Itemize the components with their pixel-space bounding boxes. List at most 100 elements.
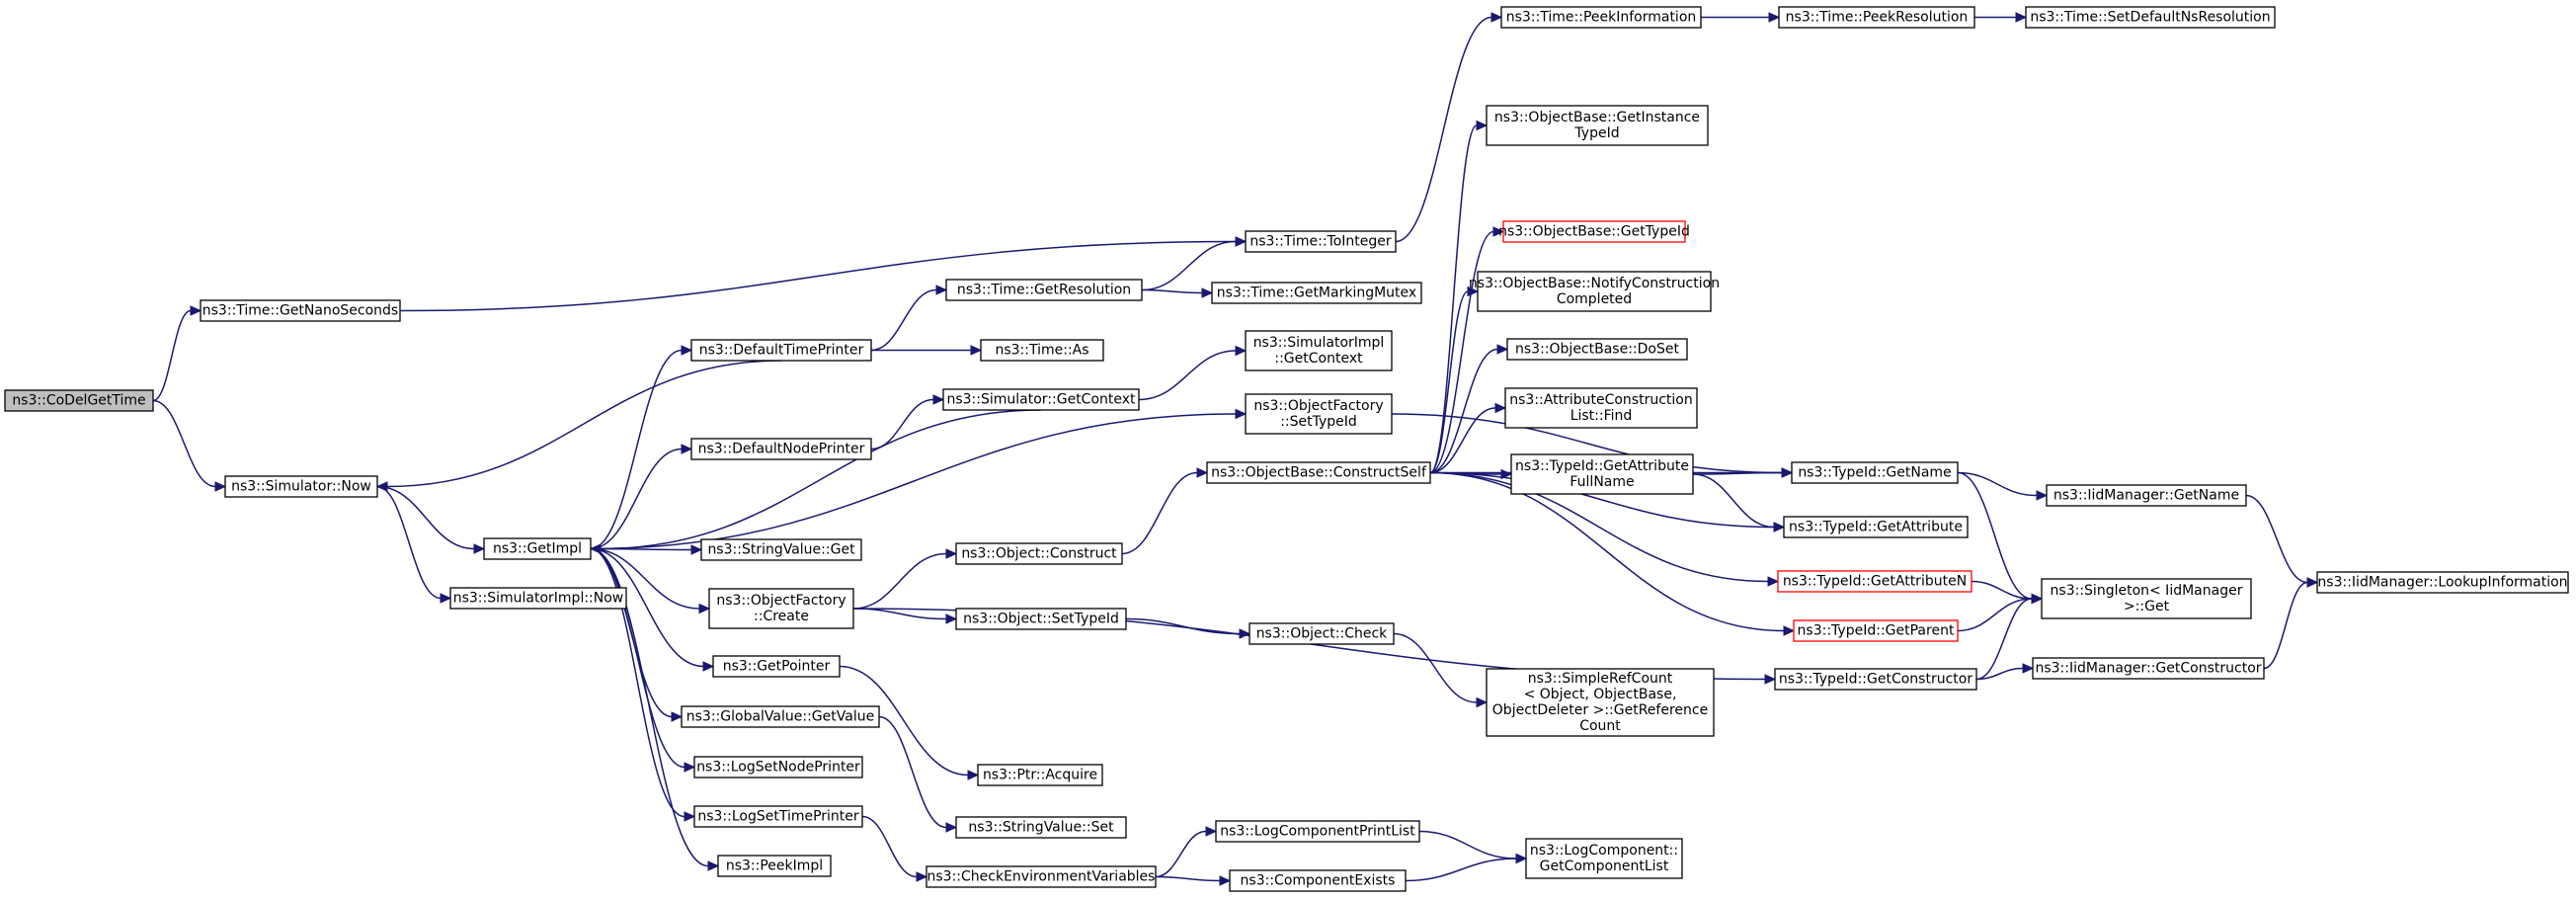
function-node-globalvalue_getvalue[interactable]: ns3::GlobalValue::GetValue — [681, 705, 880, 728]
call-edge-getimpl-to-logsettimeprinter — [590, 547, 685, 818]
function-node-objectbase_doset[interactable]: ns3::ObjectBase::DoSet — [1506, 338, 1688, 361]
function-node-typeid_getattribute[interactable]: ns3::TypeId::GetAttribute — [1783, 516, 1969, 538]
function-node-stringvalue_set[interactable]: ns3::StringValue::Set — [955, 816, 1127, 839]
call-edge-objectbase_constructself-to-objectbase_getinstancetypeid — [1429, 124, 1478, 474]
function-node-time_peekresolution[interactable]: ns3::Time::PeekResolution — [1778, 6, 1975, 29]
function-node-typeid_getparent[interactable]: ns3::TypeId::GetParent — [1793, 619, 1959, 642]
function-node-logcomponent_getcomponentlist[interactable]: ns3::LogComponent::GetComponentList — [1525, 838, 1683, 879]
function-node-iidmanager_lookupinformation[interactable]: ns3::IidManager::LookupInformation — [2316, 571, 2569, 594]
arrowhead — [945, 614, 958, 624]
function-node-logcomponentprintlist[interactable]: ns3::LogComponentPrintList — [1215, 820, 1420, 843]
arrowhead — [1515, 853, 1528, 864]
node-label: ns3::Time::PeekResolution — [1786, 10, 1969, 26]
node-label: ::GetContext — [1274, 351, 1363, 367]
function-node-objectfactory_settypeid[interactable]: ns3::ObjectFactory::SetTypeId — [1245, 393, 1393, 435]
function-node-defaulttimeprinter[interactable]: ns3::DefaultTimePrinter — [690, 339, 872, 362]
call-edge-typeid_getname-to-iidmanager_getname — [1957, 471, 2038, 497]
node-box — [1215, 820, 1420, 843]
node-label: >::Get — [2124, 599, 2170, 614]
call-edge-getimpl-to-defaulttimeprinter — [590, 349, 683, 550]
function-node-ptr_acquire[interactable]: ns3::Ptr::Acquire — [977, 764, 1103, 786]
function-node-object_construct[interactable]: ns3::Object::Construct — [955, 542, 1123, 565]
node-label: ns3::Ptr::Acquire — [983, 768, 1097, 783]
function-node-simplerefcount_getreferencecount[interactable]: ns3::SimpleRefCount< Object, ObjectBase,… — [1486, 668, 1715, 737]
node-box — [1229, 869, 1407, 892]
call-edge-typeid_getconstructor-to-iidmanager_getconstructor — [1975, 667, 2024, 681]
function-node-peekimpl[interactable]: ns3::PeekImpl — [717, 855, 832, 877]
node-box — [1783, 516, 1969, 538]
arrowhead — [1781, 467, 1794, 478]
call-edge-codelgettime-to-simulator_now — [152, 399, 216, 488]
node-box — [717, 855, 832, 877]
function-node-time_getmarkingmutex[interactable]: ns3::Time::GetMarkingMutex — [1211, 282, 1422, 304]
function-node-simulator_now[interactable]: ns3::Simulator::Now — [224, 475, 378, 498]
call-edge-typeid_getname-to-singleton_get — [1957, 471, 2033, 600]
node-label: List::Find — [1570, 408, 1633, 424]
function-node-logsettimeprinter[interactable]: ns3::LogSetTimePrinter — [693, 805, 863, 828]
node-label: ns3::TypeId::GetAttributeN — [1783, 574, 1967, 590]
function-node-objectbase_constructself[interactable]: ns3::ObjectBase::ConstructSelf — [1206, 461, 1431, 484]
function-node-simulatorimpl_getcontext[interactable]: ns3::SimulatorImpl::GetContext — [1245, 330, 1393, 371]
call-edge-globalvalue_getvalue-to-stringvalue_set — [878, 715, 947, 829]
node-label: ns3::StringValue::Get — [707, 542, 855, 558]
function-node-time_peekinformation[interactable]: ns3::Time::PeekInformation — [1500, 6, 1702, 29]
node-label: ns3::SimpleRefCount — [1528, 671, 1673, 687]
function-node-time_as[interactable]: ns3::Time::As — [980, 339, 1104, 362]
function-node-object_check[interactable]: ns3::Object::Check — [1248, 622, 1395, 645]
node-box — [1504, 387, 1698, 429]
node-box — [955, 816, 1127, 839]
call-edge-typeid_getattributefullname-to-typeid_getattribute — [1692, 473, 1775, 529]
node-box — [1506, 338, 1688, 361]
function-node-simulator_getcontext[interactable]: ns3::Simulator::GetContext — [942, 388, 1140, 411]
call-edge-getimpl-to-getpointer — [590, 547, 704, 668]
arrowhead — [2031, 593, 2044, 605]
arrowhead — [681, 444, 693, 454]
arrowhead — [375, 481, 388, 492]
node-label: ns3::ObjectFactory — [1253, 398, 1383, 414]
function-node-defaultnodeprinter[interactable]: ns3::DefaultNodePrinter — [690, 438, 872, 460]
arrowhead — [681, 345, 693, 356]
function-node-typeid_getattributen[interactable]: ns3::TypeId::GetAttributeN — [1777, 570, 1972, 593]
arrowhead — [684, 762, 696, 773]
function-node-typeid_getname[interactable]: ns3::TypeId::GetName — [1791, 461, 1959, 484]
function-node-checkenvironmentvariables[interactable]: ns3::CheckEnvironmentVariables — [926, 865, 1157, 888]
function-node-time_setdefaultnsresolution[interactable]: ns3::Time::SetDefaultNsResolution — [2025, 6, 2276, 29]
function-node-time_getresolution[interactable]: ns3::Time::GetResolution — [945, 279, 1143, 301]
function-node-typeid_getconstructor[interactable]: ns3::TypeId::GetConstructor — [1774, 668, 1977, 691]
arrowhead — [1476, 120, 1489, 131]
function-node-logsetnodeprinter[interactable]: ns3::LogSetNodePrinter — [693, 756, 863, 778]
function-node-object_settypeid[interactable]: ns3::Object::SetTypeId — [955, 608, 1127, 630]
node-label: Count — [1579, 718, 1621, 734]
node-label: ns3::Singleton< IidManager — [2051, 583, 2243, 599]
function-node-iidmanager_getname[interactable]: ns3::IidManager::GetName — [2046, 484, 2247, 507]
node-box — [2046, 484, 2247, 507]
function-node-getimpl[interactable]: ns3::GetImpl — [483, 537, 592, 560]
arrowhead — [684, 811, 696, 822]
node-box — [2025, 6, 2276, 29]
function-node-codelgettime[interactable]: ns3::CoDelGetTime — [4, 389, 154, 412]
arrowhead — [1201, 287, 1214, 298]
node-label: ns3::ObjectBase::DoSet — [1515, 342, 1679, 358]
function-node-componentexists[interactable]: ns3::ComponentExists — [1229, 869, 1407, 892]
arrowhead — [589, 543, 602, 554]
function-node-iidmanager_getconstructor[interactable]: ns3::IidManager::GetConstructor — [2032, 657, 2265, 680]
function-node-time_getnanoseconds[interactable]: ns3::Time::GetNanoSeconds — [200, 299, 401, 322]
call-edge-typeid_getattributefullname-to-typeid_getname — [1692, 471, 1783, 475]
function-node-objectbase_notifyconstructioncompleted[interactable]: ns3::ObjectBase::NotifyConstructionCompl… — [1469, 271, 1720, 312]
arrowhead — [1764, 674, 1777, 685]
call-edge-getimpl-to-logsetnodeprinter — [590, 547, 685, 769]
arrowhead — [671, 711, 684, 722]
call-edge-getpointer-to-ptr_acquire — [839, 665, 969, 777]
function-node-objectbase_gettypeid[interactable]: ns3::ObjectBase::GetTypeId — [1498, 220, 1690, 243]
function-node-getpointer[interactable]: ns3::GetPointer — [712, 655, 841, 678]
function-node-singleton_get[interactable]: ns3::Singleton< IidManager >::Get — [2041, 578, 2252, 619]
function-node-objectfactory_create[interactable]: ns3::ObjectFactory::Create — [708, 588, 854, 629]
call-edge-simulator_getcontext-to-simulatorimpl_getcontext — [1138, 350, 1237, 401]
function-node-time_tointeger[interactable]: ns3::Time::ToInteger — [1245, 230, 1397, 253]
function-node-stringvalue_get[interactable]: ns3::StringValue::Get — [700, 538, 862, 561]
function-node-simulatorimpl_now[interactable]: ns3::SimulatorImpl::Now — [449, 587, 627, 610]
node-box — [700, 538, 862, 561]
